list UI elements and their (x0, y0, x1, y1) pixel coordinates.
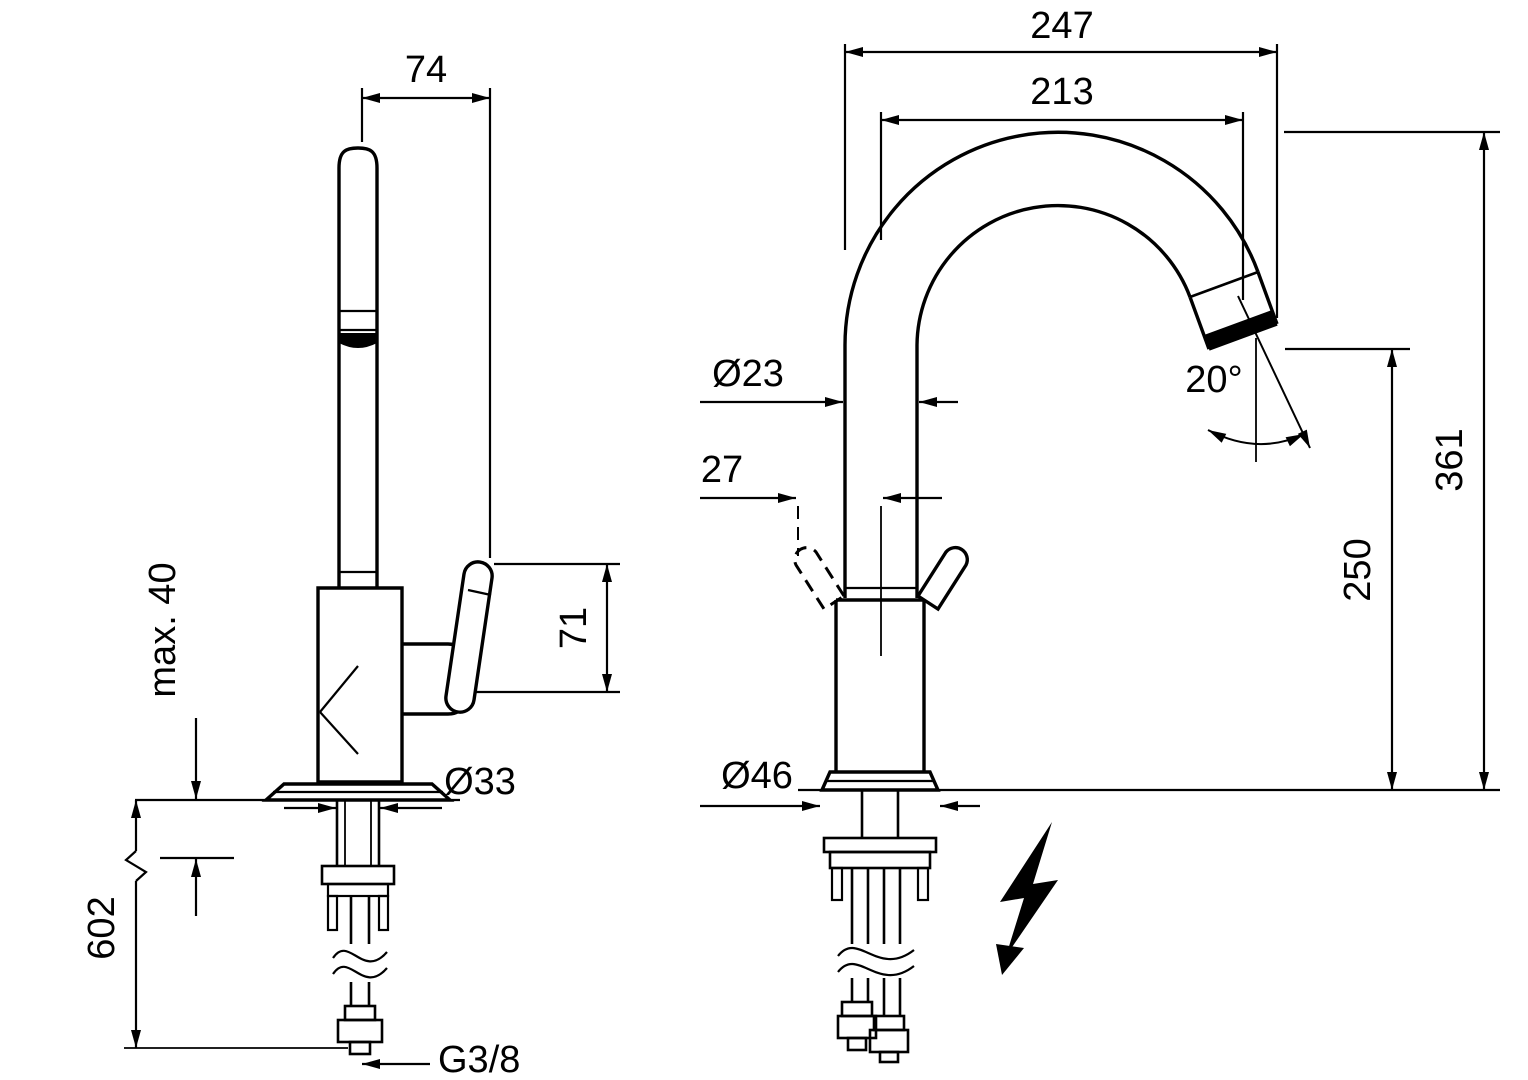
dim-spout-tube-diameter: Ø23 (700, 353, 958, 407)
dim-spout-tube-diameter-label: Ø23 (712, 353, 784, 395)
front-spout (843, 130, 1279, 598)
break-symbol (837, 946, 915, 961)
dim-spout-offset-label: 74 (405, 49, 447, 91)
dim-overall-reach: 247 (843, 5, 1279, 318)
side-mounting-hardware (320, 800, 396, 1056)
dim-outlet-height: 250 (1285, 347, 1410, 790)
dim-overall-reach-label: 247 (1030, 5, 1093, 47)
handle-lever-dashed (793, 546, 847, 612)
front-view: 247 213 Ø23 27 20° (700, 5, 1500, 1064)
dim-shank-diameter: Ø33 (284, 761, 516, 813)
side-spout-tube (337, 146, 379, 588)
dim-lever-offset: 27 (700, 449, 942, 656)
dim-handle-height: 71 (476, 562, 620, 694)
front-handle (793, 545, 969, 612)
dim-max-mounting-thickness: max. 40 (142, 562, 201, 916)
handle-lever (444, 560, 494, 714)
dimension-break (124, 850, 148, 882)
dim-hose-length: 602 (81, 800, 348, 1049)
hose-connector (343, 1004, 377, 1022)
dim-max-mounting-thickness-label: max. 40 (142, 562, 184, 697)
dim-body-diameter: Ø46 (700, 755, 980, 811)
handle-lever-solid (915, 545, 969, 612)
dim-lever-offset-label: 27 (701, 449, 743, 491)
dim-shank-diameter-label: Ø33 (444, 761, 516, 803)
dim-outlet-angle: 20° (1185, 295, 1311, 462)
dim-spout-reach-label: 213 (1030, 71, 1093, 113)
side-handle (402, 560, 494, 716)
dim-outlet-height-label: 250 (1337, 538, 1379, 601)
front-body (819, 586, 941, 792)
dim-hose-length-label: 602 (81, 896, 123, 959)
aerator-band (339, 333, 377, 348)
side-view: 74 71 max. 40 Ø33 602 (81, 49, 620, 1080)
front-mounting-hardware (822, 790, 938, 1064)
side-body (316, 586, 404, 784)
lightning-bolt-icon (996, 822, 1058, 975)
dim-connection-thread-label: G3/8 (438, 1039, 520, 1080)
dim-outlet-angle-label: 20° (1185, 359, 1242, 401)
outlet-aerator-band (1204, 310, 1277, 349)
dim-connection-thread: G3/8 (362, 1039, 520, 1080)
dim-handle-height-label: 71 (553, 607, 595, 649)
side-base-flange (261, 782, 455, 802)
break-symbol (332, 949, 388, 963)
hose-connector (872, 1014, 906, 1032)
dim-spout-offset: 74 (360, 49, 492, 558)
dim-body-diameter-label: Ø46 (721, 755, 793, 797)
dim-overall-height-label: 361 (1429, 428, 1471, 491)
dim-overall-height: 361 (1284, 130, 1500, 790)
hose-connector (840, 1000, 874, 1018)
dim-spout-reach: 213 (879, 71, 1245, 300)
